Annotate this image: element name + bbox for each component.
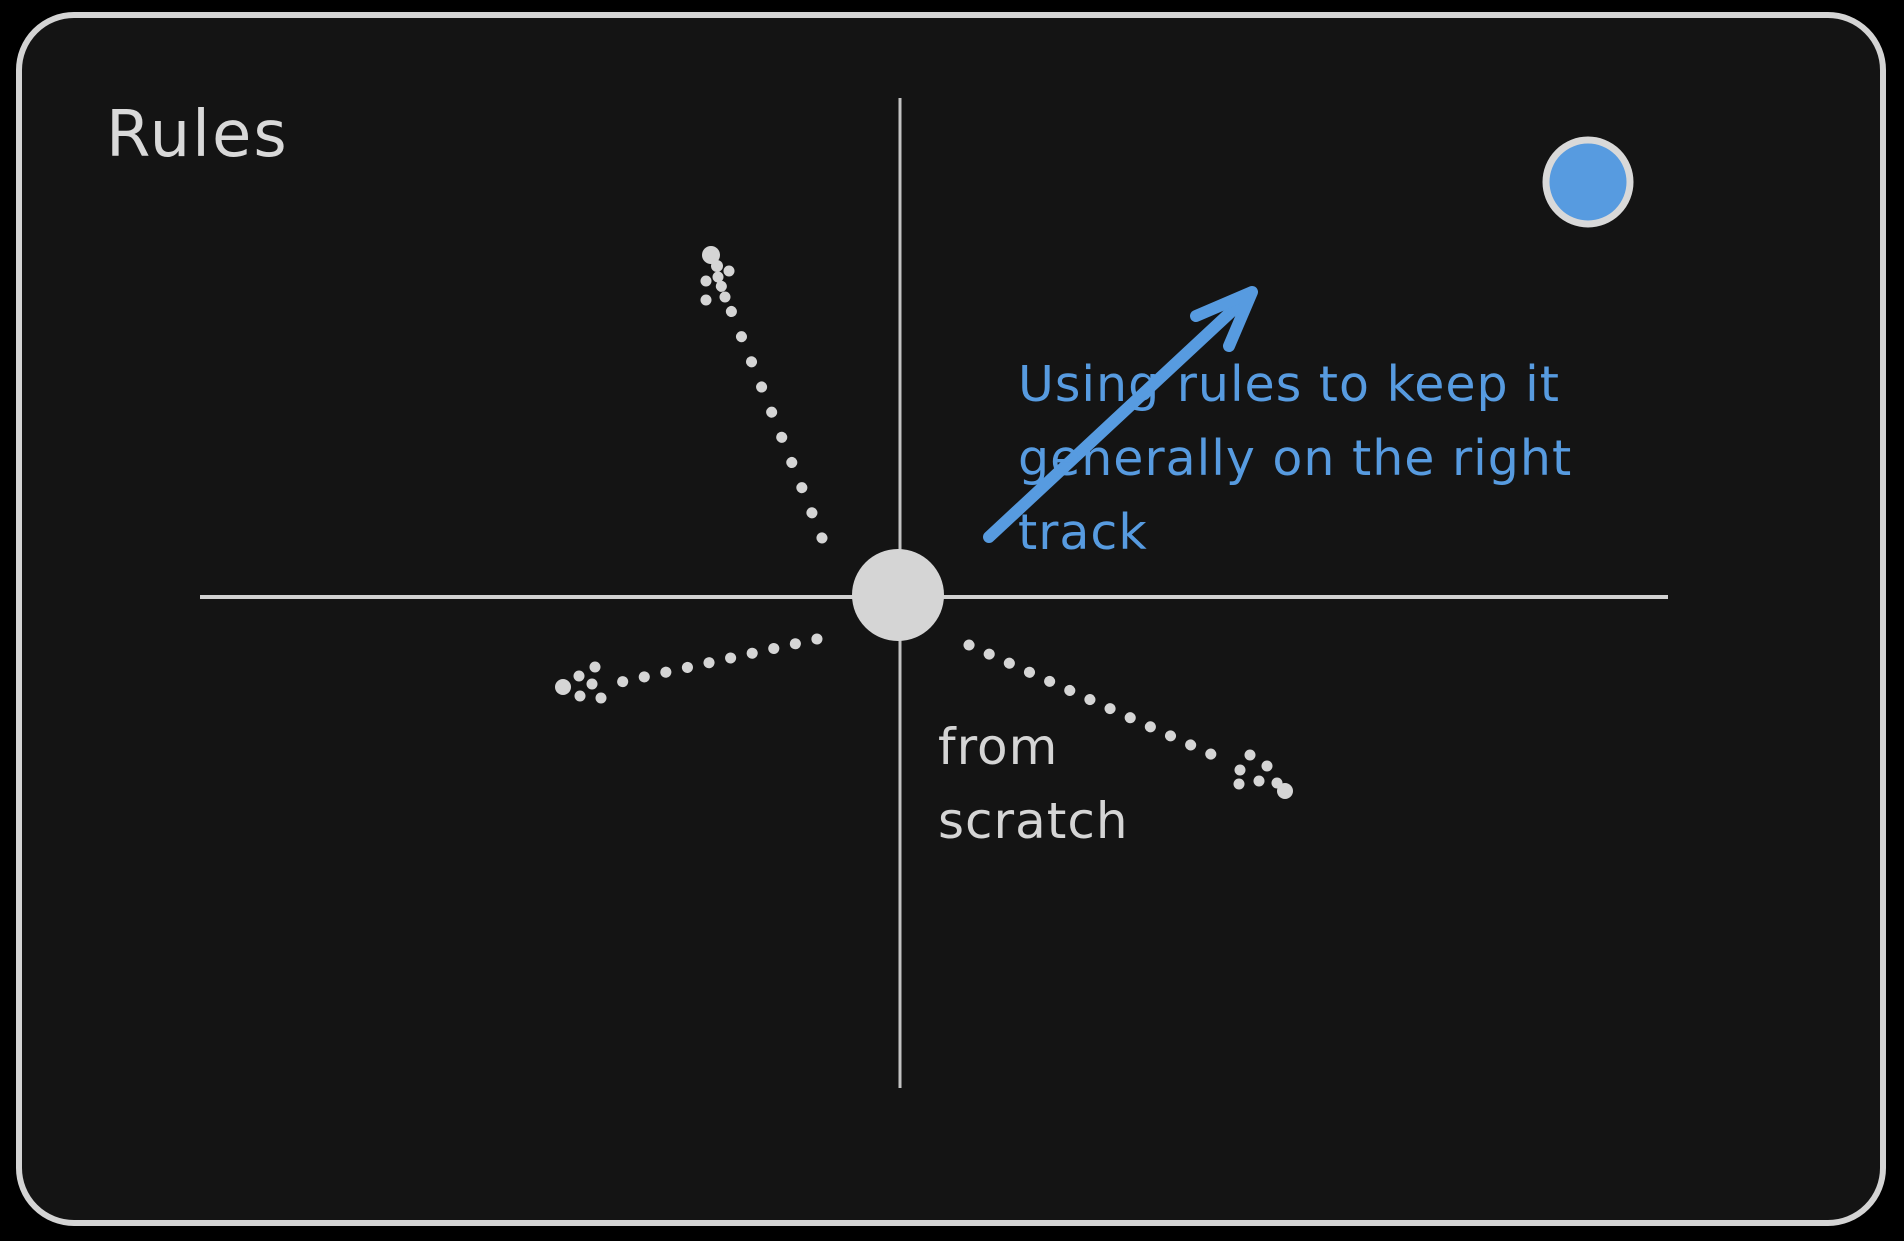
rules-arrow — [983, 286, 1258, 543]
trajectory-up-left-arrowhead-dots — [700, 246, 735, 306]
trajectory-down-right-dots — [963, 639, 1230, 766]
from-scratch-label: from scratch — [938, 718, 1129, 850]
trajectory-down-left-arrowhead-dots — [555, 661, 607, 704]
board-title: Rules — [106, 98, 289, 172]
trajectory-up-left-dots — [708, 262, 828, 544]
trajectory-down-right-arrowhead-dots — [1233, 749, 1293, 799]
rules-arrow-shaft — [983, 291, 1253, 543]
rules-annotation-label: Using rules to keep it generally on the … — [1018, 356, 1573, 561]
rules-arrow-head — [1190, 286, 1258, 352]
origin-node-dot — [852, 549, 944, 641]
trajectory-down-left-dots — [606, 633, 823, 690]
goal-dot-icon — [1542, 136, 1634, 228]
